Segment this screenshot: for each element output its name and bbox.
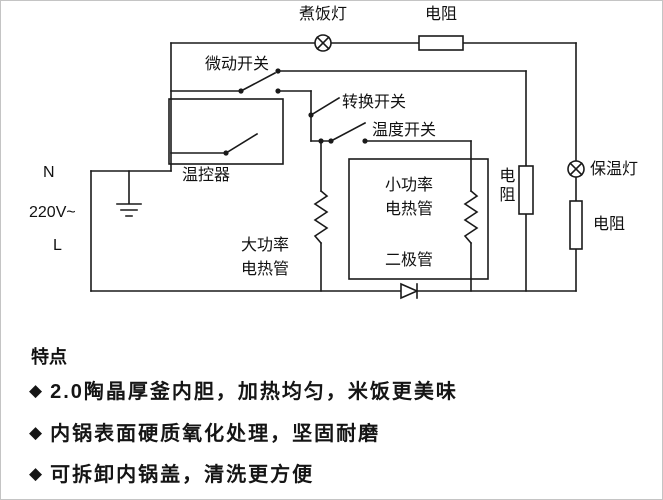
feature-text: 可拆卸内锅盖，清洗更方便 xyxy=(50,464,315,486)
right-resistor-label: 电阻 xyxy=(593,216,626,233)
diode-label: 二极管 xyxy=(384,252,433,269)
high-power-heater-symbol xyxy=(313,189,329,245)
temp-switch-blade xyxy=(329,121,367,143)
line-l-label: L xyxy=(53,237,62,254)
high-power-label-line2: 电热管 xyxy=(240,261,289,278)
mid-resistor-symbol xyxy=(518,165,534,215)
features-title: 特点 xyxy=(31,347,67,367)
feature-item: ◆ 可拆卸内锅盖，清洗更方便 xyxy=(29,458,314,487)
cook-lamp-symbol xyxy=(314,34,332,52)
temp-switch-label: 温度开关 xyxy=(372,122,437,139)
diode-symbol xyxy=(400,282,419,300)
diamond-bullet-icon: ◆ xyxy=(29,381,43,400)
mid-resistor-label: 电阻 xyxy=(496,167,514,205)
junction-dots xyxy=(223,68,368,156)
low-power-label-line2: 电热管 xyxy=(384,201,433,218)
diamond-bullet-icon: ◆ xyxy=(29,464,43,483)
micro-switch-blade xyxy=(239,71,277,93)
cook-lamp-label: 煮饭灯 xyxy=(298,6,347,23)
voltage-label: 220V~ xyxy=(29,204,76,221)
diamond-bullet-icon: ◆ xyxy=(29,423,43,442)
feature-text: 2.0陶晶厚釜内胆，加热均匀，米饭更美味 xyxy=(50,381,458,403)
circuit-schematic xyxy=(90,34,585,300)
feature-text: 内锅表面硬质氧化处理，坚固耐磨 xyxy=(50,423,381,445)
transfer-switch-blade xyxy=(309,96,341,117)
right-resistor-symbol xyxy=(569,200,583,250)
low-power-label-line1: 小功率 xyxy=(384,177,433,194)
top-resistor-label: 电阻 xyxy=(424,6,457,23)
thermostat-label: 温控器 xyxy=(182,167,231,184)
feature-item: ◆ 内锅表面硬质氧化处理，坚固耐磨 xyxy=(29,417,380,446)
transfer-switch-label: 转换开关 xyxy=(342,94,407,111)
top-resistor-symbol xyxy=(418,35,464,51)
feature-item: ◆ 2.0陶晶厚釜内胆，加热均匀，米饭更美味 xyxy=(29,375,458,404)
warm-lamp-symbol xyxy=(567,160,585,178)
thermostat-switch-blade xyxy=(224,132,259,155)
high-power-label-line1: 大功率 xyxy=(240,237,289,254)
thermostat-box xyxy=(168,98,284,165)
low-power-heater-symbol xyxy=(463,189,479,245)
warm-lamp-label: 保温灯 xyxy=(590,161,639,178)
micro-switch-label: 微动开关 xyxy=(205,56,270,73)
low-power-group-box xyxy=(348,158,489,280)
line-n-label: N xyxy=(43,164,55,181)
ground-symbol xyxy=(116,170,142,217)
